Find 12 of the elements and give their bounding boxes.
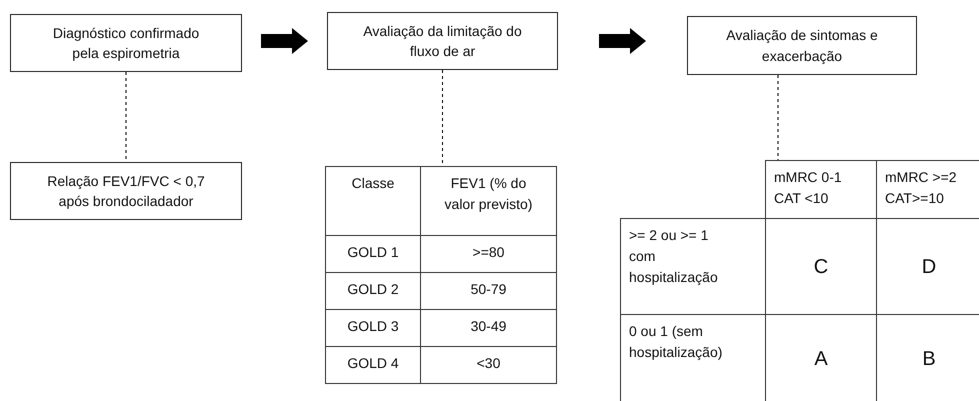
data-table bbox=[620, 160, 979, 401]
table-cell: GOLD 4 bbox=[325, 346, 421, 384]
process-box: Diagnóstico confirmado pela espirometria bbox=[10, 14, 242, 72]
table-cell: <30 bbox=[420, 346, 557, 384]
process-box: Relação FEV1/FVC < 0,7 após brondociladador bbox=[10, 162, 242, 220]
process-box: Avaliação de sintomas e exacerbação bbox=[687, 16, 917, 75]
data-table bbox=[325, 166, 556, 383]
table-cell: FEV1 (% do valor previsto) bbox=[420, 166, 557, 236]
table-cell: mMRC 0-1 CAT <10 bbox=[765, 160, 877, 219]
process-box: Avaliação da limitação do fluxo de ar bbox=[327, 12, 558, 70]
table-cell: Classe bbox=[325, 166, 421, 236]
table-cell: >= 2 ou >= 1 com hospitalização bbox=[620, 218, 766, 315]
